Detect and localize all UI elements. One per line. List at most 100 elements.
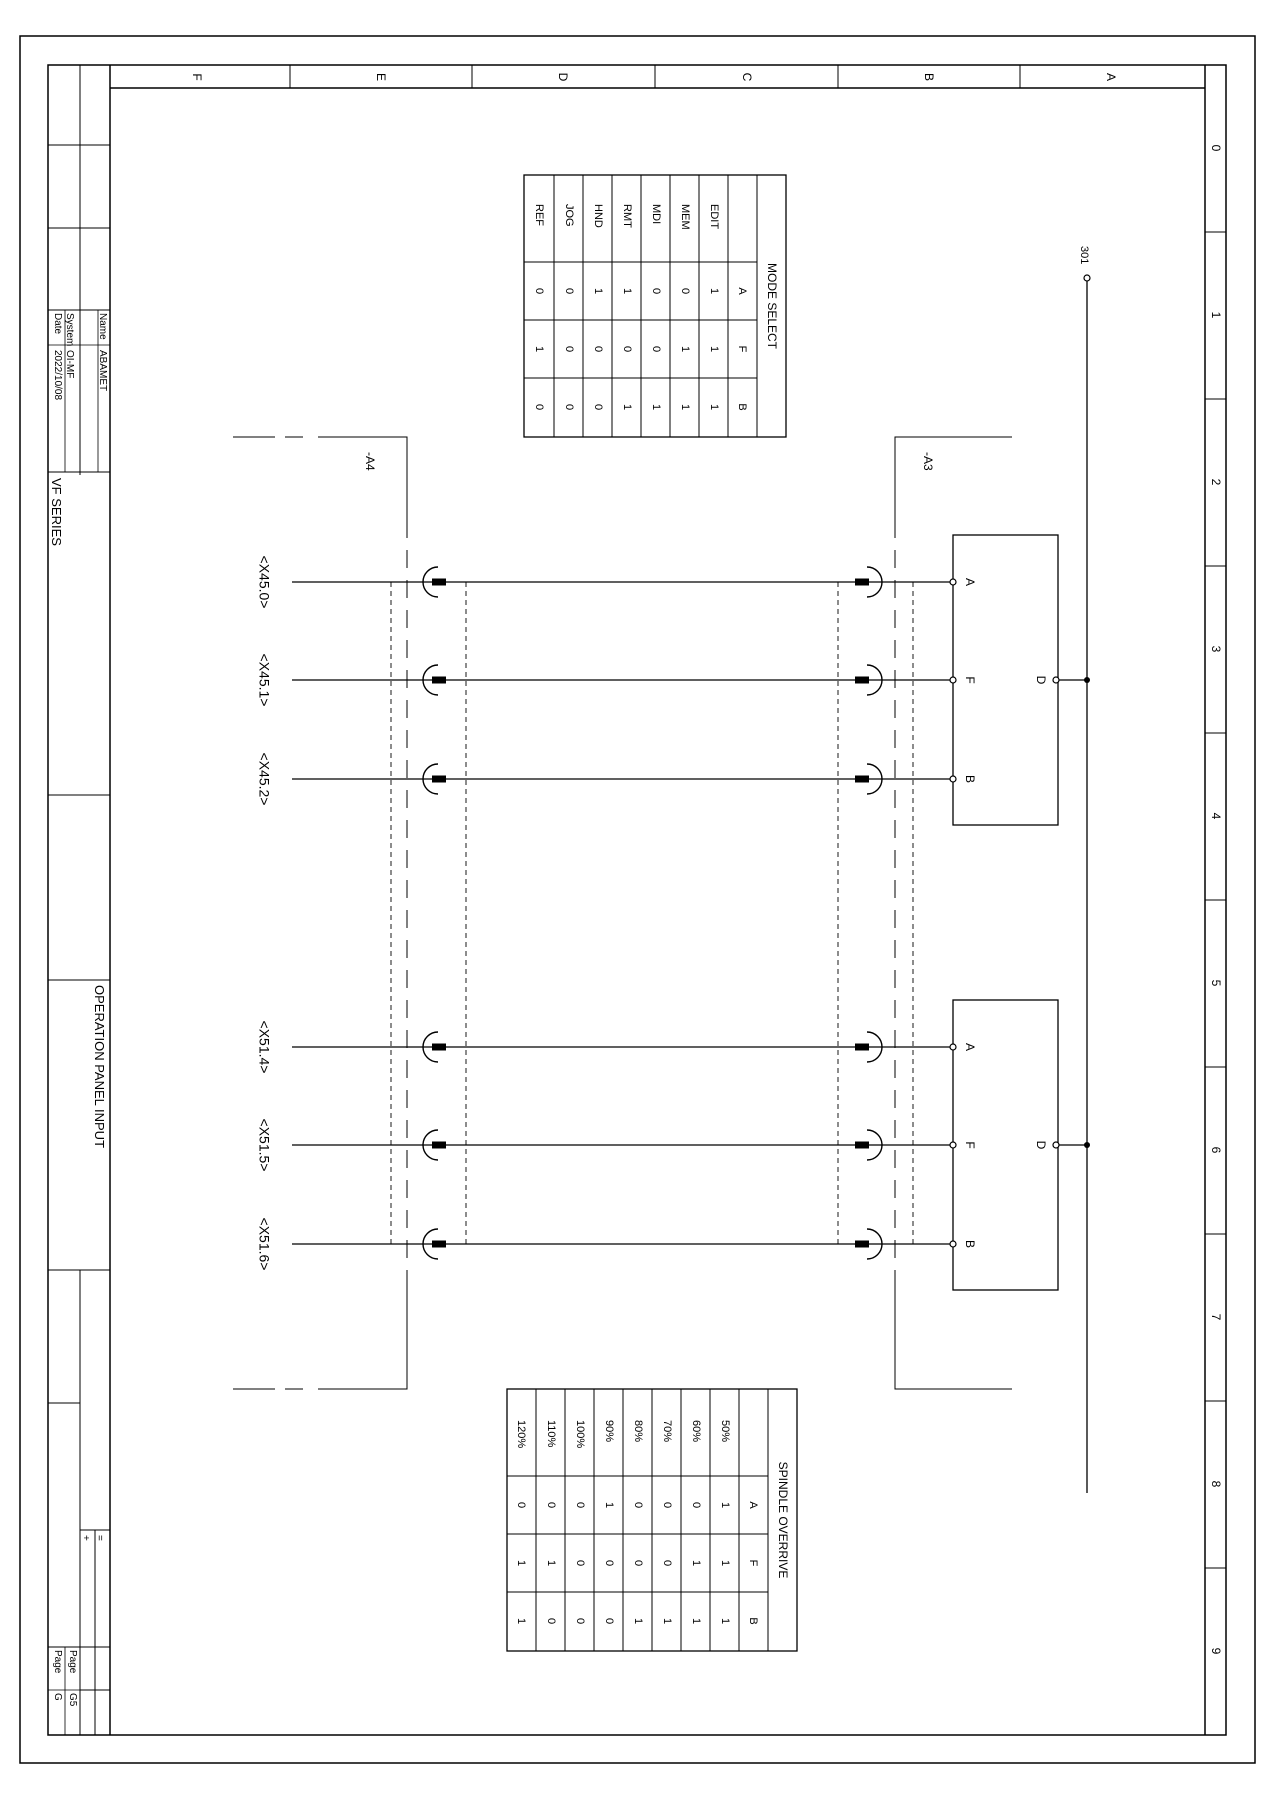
connector-pin: [432, 775, 446, 783]
mode-select-cell: 0: [650, 288, 662, 294]
mode-select-col-header: A: [736, 287, 748, 295]
page-label: Page: [67, 1650, 78, 1674]
row-label: 6: [1209, 1147, 1223, 1154]
spindle-override-row-label: 60%: [690, 1420, 702, 1442]
spindle-override-cell: 0: [545, 1618, 557, 1624]
spindle-override-cell: 0: [690, 1502, 702, 1508]
spindle-override-title: SPINDLE OVERRIVE: [776, 1462, 790, 1579]
mode-select-cell: 0: [533, 288, 545, 294]
name-value: ABAMET: [97, 350, 108, 391]
spindle-override-row-label: 50%: [719, 1420, 731, 1442]
connector-pin: [432, 578, 446, 586]
spindle-override-cell: 1: [515, 1560, 527, 1566]
spindle-override-row-label: 70%: [661, 1420, 673, 1442]
row-label: 2: [1209, 479, 1223, 486]
spindle-override-cell: 0: [574, 1560, 586, 1566]
mode-select-table: MODE SELECTAFBEDIT111MEM011MDI001RMT101H…: [523, 174, 787, 438]
mode-select-cell: 1: [621, 404, 633, 410]
page-value: G: [52, 1693, 63, 1701]
mode-select-cell: 1: [621, 288, 633, 294]
spindle-override-cell: 1: [603, 1502, 615, 1508]
connector-socket: [866, 1031, 883, 1063]
spindle-override-cell: 0: [574, 1502, 586, 1508]
spindle-override-row-label: 80%: [632, 1420, 644, 1442]
device-a3-outline: -A3: [894, 436, 1012, 1390]
spindle-override-table: SPINDLE OVERRIVE A F B 50% 1 1 1 60% 0 1 1 70% 0 0 1 80%…: [506, 1388, 798, 1652]
signal-line: B<X45.2>: [256, 753, 977, 806]
spindle-override-col-header: B: [747, 1617, 759, 1624]
mode-select-cell: 0: [563, 404, 575, 410]
switch-pin-label: A: [963, 578, 977, 586]
device-a4-outline: -A4: [233, 436, 408, 1390]
row-label: 4: [1209, 813, 1223, 820]
spindle-override-cell: 1: [661, 1618, 673, 1624]
row-label: 3: [1209, 646, 1223, 653]
switch-pin: [949, 1141, 957, 1149]
mode-select-cell: 0: [563, 288, 575, 294]
spindle-override-cell: 0: [574, 1618, 586, 1624]
input-address-label: <X51.6>: [256, 1218, 272, 1271]
spindle-override-cell: 1: [690, 1560, 702, 1566]
mode-select-cell: 0: [650, 346, 662, 352]
switch-pin: [949, 676, 957, 684]
switch-pin-label: F: [963, 676, 977, 683]
mode-select-cell: 0: [563, 346, 575, 352]
mode-select-cell: 1: [708, 288, 720, 294]
cable-screen: [390, 582, 914, 1245]
date-label: Date: [52, 313, 63, 335]
mode-select-cell: 1: [679, 404, 691, 410]
connector-socket: [422, 566, 439, 598]
spindle-override-cell: 0: [661, 1560, 673, 1566]
signal-line: B<X51.6>: [256, 1218, 977, 1271]
switch-pin: [949, 1240, 957, 1248]
system-value: OI-MF: [64, 350, 75, 378]
input-address-label: <X51.5>: [256, 1119, 272, 1172]
signal-line: F <X45.1>: [256, 654, 977, 707]
row-label: 0: [1209, 145, 1223, 152]
spindle-override-cell: 1: [719, 1502, 731, 1508]
spindle-override-col-header: A: [747, 1501, 759, 1509]
page-value: G5: [67, 1693, 78, 1707]
mode-select-cell: 1: [708, 346, 720, 352]
mode-select-cell: 0: [592, 346, 604, 352]
connector-socket: [866, 664, 883, 696]
spindle-override-cell: 1: [690, 1618, 702, 1624]
signal-line: F<X51.5>: [256, 1119, 977, 1172]
spindle-override-row-label: 100%: [574, 1420, 586, 1448]
spindle-override-cell: 0: [632, 1502, 644, 1508]
spindle-override-row-label: 110%: [545, 1420, 557, 1448]
switch-pin-label: B: [963, 775, 977, 783]
mode-select-cell: 0: [533, 404, 545, 410]
input-address-label: <X45.0>: [256, 556, 272, 609]
connector-pin: [855, 578, 869, 586]
switch-common-label: D: [1034, 676, 1048, 685]
switch-pin: [949, 775, 957, 783]
signal-line: A<X51.4>: [256, 1021, 977, 1074]
row-label: 8: [1209, 1481, 1223, 1488]
connector-pin: [432, 1141, 446, 1149]
mode-select-row-label: HND: [592, 204, 604, 228]
col-label: E: [374, 73, 388, 81]
mode-select-row-label: RMT: [621, 204, 633, 228]
col-label: D: [556, 73, 570, 82]
connector-pin: [432, 1240, 446, 1248]
mode-select-row-label: MEM: [679, 204, 691, 230]
mode-select-cell: 0: [621, 346, 633, 352]
series-label: VF SERIES: [49, 478, 64, 546]
mode-select-cell: 0: [592, 404, 604, 410]
mode-select-title: MODE SELECT: [765, 263, 779, 350]
mode-select-row-label: MDI: [650, 204, 662, 224]
row-label: 7: [1209, 1314, 1223, 1321]
spindle-override-cell: 0: [603, 1560, 615, 1566]
connector-pin: [855, 1240, 869, 1248]
connector-pin: [855, 1141, 869, 1149]
row-label: 9: [1209, 1648, 1223, 1655]
connector-socket: [866, 566, 883, 598]
spindle-override-col-header: F: [747, 1560, 759, 1567]
connector-socket: [422, 1129, 439, 1161]
input-address-label: <X45.1>: [256, 654, 272, 707]
connector-pin: [432, 676, 446, 684]
name-label: Name: [97, 313, 108, 340]
row-label: 1: [1209, 312, 1223, 319]
mode-select-row-label: JOG: [563, 204, 575, 227]
